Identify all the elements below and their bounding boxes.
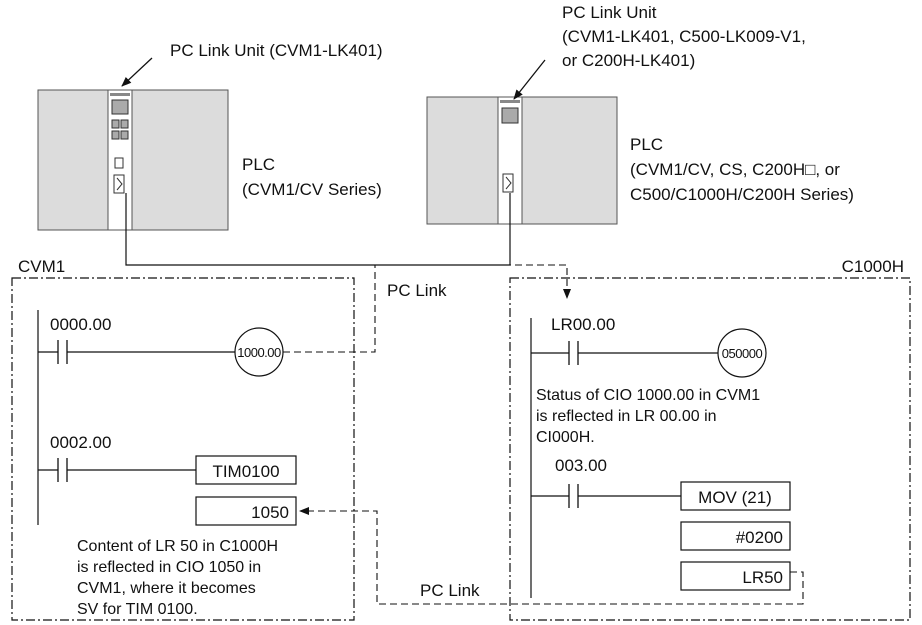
right-unit-leader-arrow — [513, 59, 546, 100]
coil-050000 — [717, 328, 767, 378]
mov-instr-box — [680, 481, 791, 511]
rung2-contact-label: 0002.00 — [50, 433, 111, 452]
timer-instr-box — [195, 455, 297, 485]
right-note: Status of CIO 1000.00 in CVM1 is reflect… — [536, 387, 765, 446]
left-plc-label: PLC (CVM1/CV Series) — [242, 155, 382, 199]
timer-sv-label: 1050 — [251, 503, 289, 522]
timer-sv-box — [195, 496, 297, 526]
right-rung1-contact-label: LR00.00 — [551, 315, 615, 334]
pc-link-arrow-top — [283, 264, 571, 353]
left-unit-leader-arrow — [121, 57, 153, 87]
pc-link-label-bottom: PC Link — [420, 581, 480, 600]
left-plc-unit — [37, 89, 229, 231]
right-rung2-contact-label: 003.00 — [555, 456, 607, 475]
contact-lr00-00 — [568, 341, 579, 365]
link-cable — [125, 193, 511, 266]
contact-0002-00 — [57, 458, 68, 482]
pc-link-label-top: PC Link — [387, 281, 447, 300]
contact-0000-00 — [57, 340, 68, 364]
right-plc-unit — [426, 96, 618, 225]
mov-dest-label: LR50 — [742, 568, 783, 587]
mov-dest-box — [680, 561, 791, 591]
right-unit-label: PC Link Unit (CVM1-LK401, C500-LK009-V1,… — [562, 3, 811, 70]
left-panel-title: CVM1 — [18, 257, 65, 276]
timer-instr-label: TIM0100 — [212, 462, 279, 481]
mov-instr-label: MOV (21) — [698, 488, 772, 507]
mov-source-box — [680, 521, 791, 551]
left-note: Content of LR 50 in C1000H is reflected … — [77, 538, 282, 618]
left-panel-border — [11, 277, 355, 621]
right-panel-title: C1000H — [842, 257, 904, 276]
rung1-contact-label: 0000.00 — [50, 315, 111, 334]
right-panel-border — [509, 277, 911, 621]
rung1-coil-label: 1000.00 — [237, 345, 281, 360]
right-plc-label: PLC (CVM1/CV, CS, C200H□, or C500/C1000H… — [630, 135, 854, 204]
pc-link-arrow-bottom — [299, 507, 804, 605]
contact-003-00 — [568, 484, 579, 508]
right-ladder: LR00.00 050000 Status of CIO 1000.00 in … — [530, 315, 791, 598]
left-ladder: 0000.00 1000.00 0002.00 TIM0100 1050 Con… — [37, 310, 297, 618]
mov-source-label: #0200 — [736, 528, 783, 547]
right-rung1-coil-label: 050000 — [722, 346, 763, 361]
left-unit-label: PC Link Unit (CVM1-LK401) — [170, 41, 383, 60]
